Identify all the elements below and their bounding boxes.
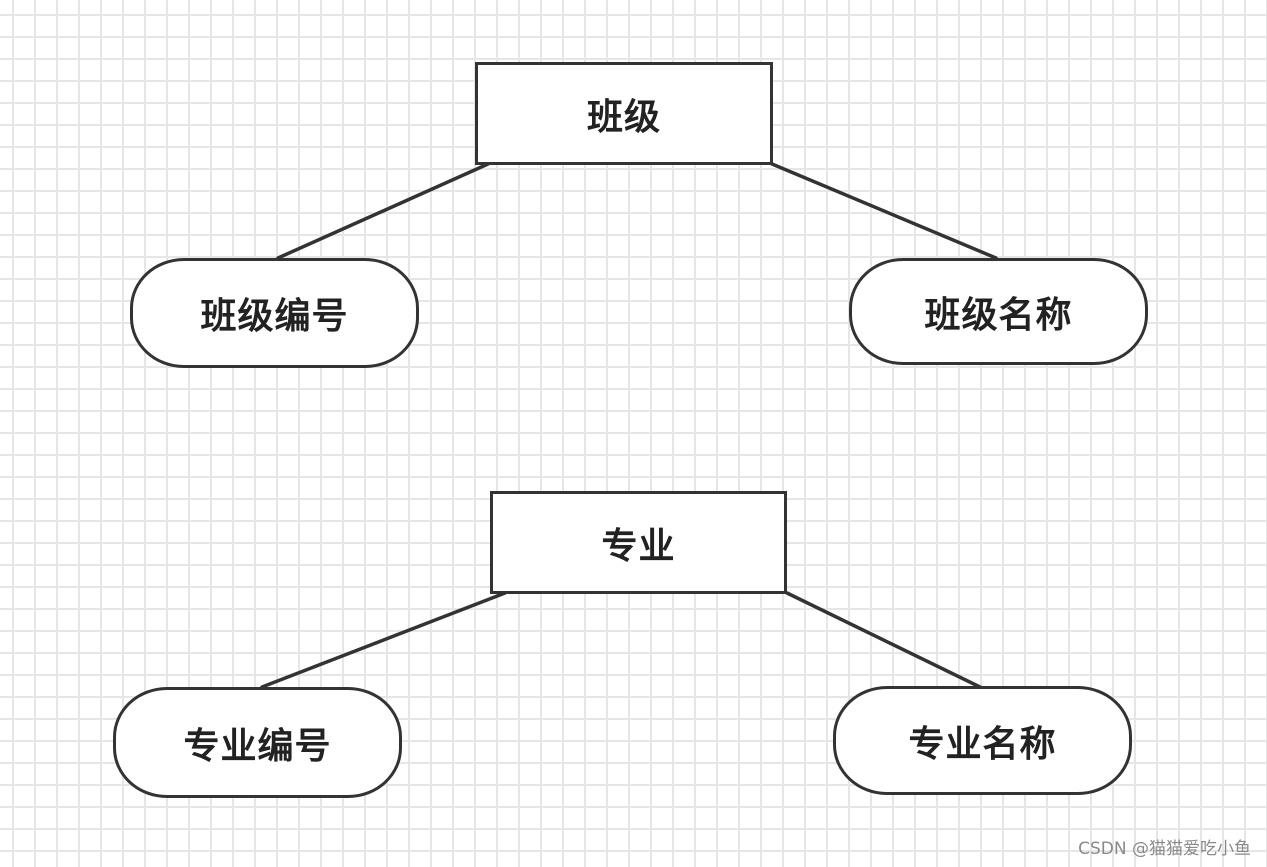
attribute-class-id-oval: 班级编号 <box>130 258 419 368</box>
attribute-major-id-label: 专业编号 <box>183 725 332 767</box>
attribute-class-id-label: 班级编号 <box>200 296 349 337</box>
entity-class-label: 班级 <box>586 96 661 138</box>
attribute-class-name-label: 班级名称 <box>924 294 1073 336</box>
attribute-class-name-oval: 班级名称 <box>849 258 1148 365</box>
entity-major-label: 专业 <box>601 525 676 567</box>
connector-class-to-class-name <box>770 162 998 260</box>
attribute-major-id-oval: 专业编号 <box>113 687 402 798</box>
entity-class-box: 班级 <box>475 62 773 165</box>
connector-major-to-major-id <box>260 591 507 689</box>
attribute-major-name-oval: 专业名称 <box>833 686 1132 795</box>
watermark-text: CSDN @猫猫爱吃小鱼 <box>1078 839 1251 859</box>
connector-class-to-class-id <box>276 162 490 260</box>
entity-major-box: 专业 <box>490 491 787 594</box>
connector-major-to-major-name <box>785 591 982 689</box>
attribute-major-name-label: 专业名称 <box>908 723 1057 765</box>
